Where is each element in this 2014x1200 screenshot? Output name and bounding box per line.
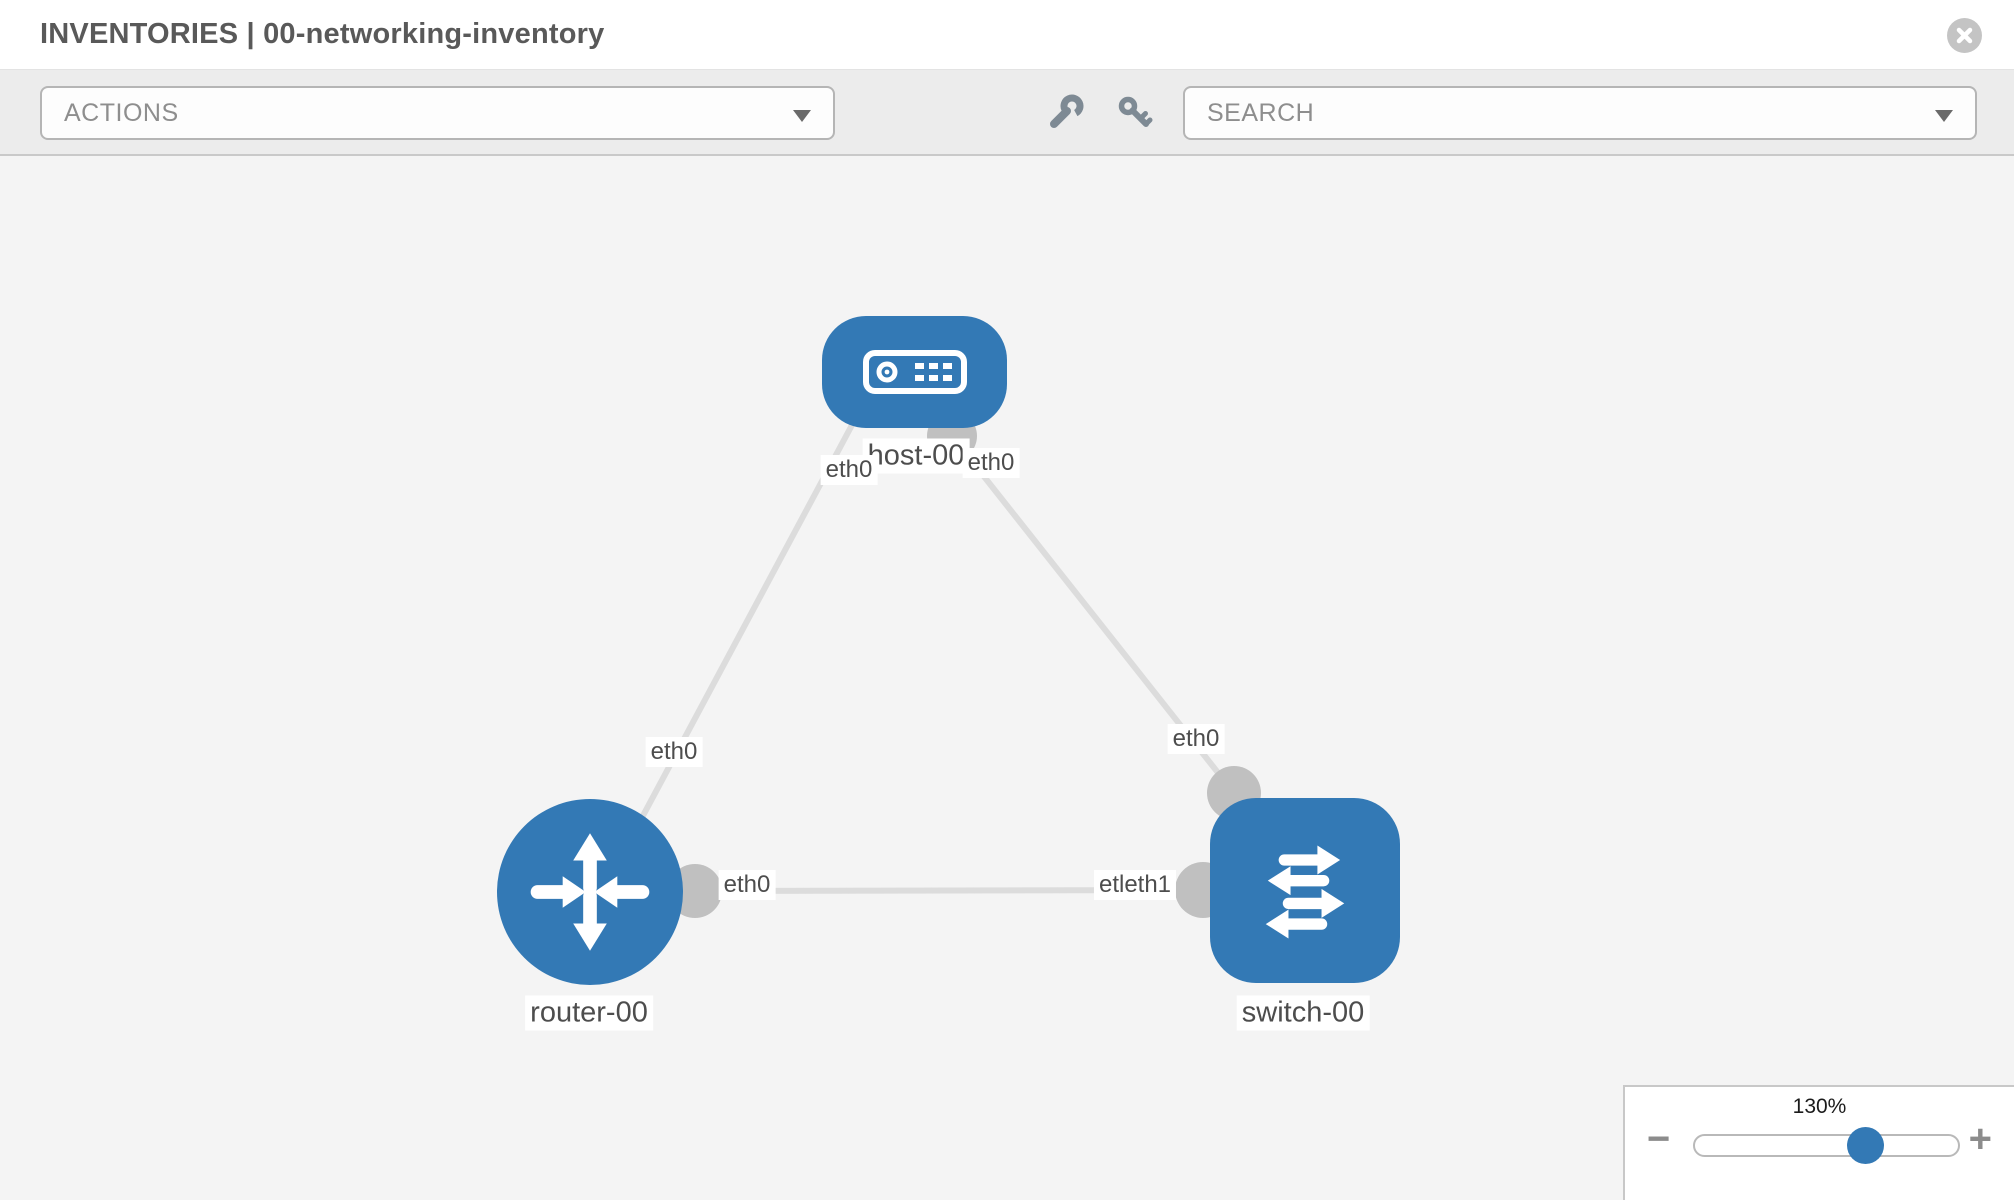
zoom-slider-track[interactable] [1693, 1134, 1960, 1157]
host-icon [862, 350, 967, 394]
close-button[interactable] [1947, 18, 1982, 53]
search-dropdown[interactable]: SEARCH [1183, 86, 1977, 140]
switch-icon [1265, 845, 1345, 939]
link-host-router[interactable] [627, 423, 855, 842]
actions-dropdown-label: ACTIONS [64, 98, 179, 127]
key-icon[interactable] [1116, 94, 1154, 132]
chevron-down-icon [793, 110, 811, 122]
zoom-level: 130% [1792, 1095, 1847, 1118]
zoom-out-button[interactable]: − [1647, 1117, 1671, 1161]
iface-label-host-switch-dst: eth0 [1167, 724, 1225, 754]
iface-label-host-router-dst: eth0 [645, 737, 703, 767]
iface-label-router-switch-dst: etleth1 [1093, 870, 1177, 900]
zoom-in-button[interactable]: + [1968, 1117, 1992, 1161]
header: INVENTORIES | 00-networking-inventory [0, 0, 2014, 70]
page-title: INVENTORIES | 00-networking-inventory [40, 18, 605, 50]
node-switch-00[interactable] [1210, 798, 1400, 983]
zoom-slider-knob[interactable] [1847, 1127, 1884, 1164]
node-label-router: router-00 [525, 995, 653, 1031]
iface-label-router-switch-src: eth0 [718, 870, 776, 900]
router-icon [530, 833, 650, 951]
topology-canvas[interactable] [0, 158, 2014, 1200]
node-label-switch: switch-00 [1236, 995, 1370, 1031]
close-icon [1956, 27, 1973, 44]
zoom-panel: 130% − + [1623, 1085, 2014, 1200]
node-label-host: host-00 [862, 438, 970, 474]
iface-label-host-switch-src: eth0 [962, 448, 1020, 478]
actions-dropdown[interactable]: ACTIONS [40, 86, 835, 140]
chevron-down-icon [1935, 110, 1953, 122]
node-host-00[interactable] [822, 316, 1007, 428]
wrench-icon[interactable] [1046, 94, 1084, 132]
iface-label-host-router-src: eth0 [820, 455, 878, 485]
node-router-00[interactable] [497, 799, 683, 985]
toolbar: ACTIONS SEARCH [0, 70, 2014, 156]
search-dropdown-label: SEARCH [1207, 98, 1315, 127]
